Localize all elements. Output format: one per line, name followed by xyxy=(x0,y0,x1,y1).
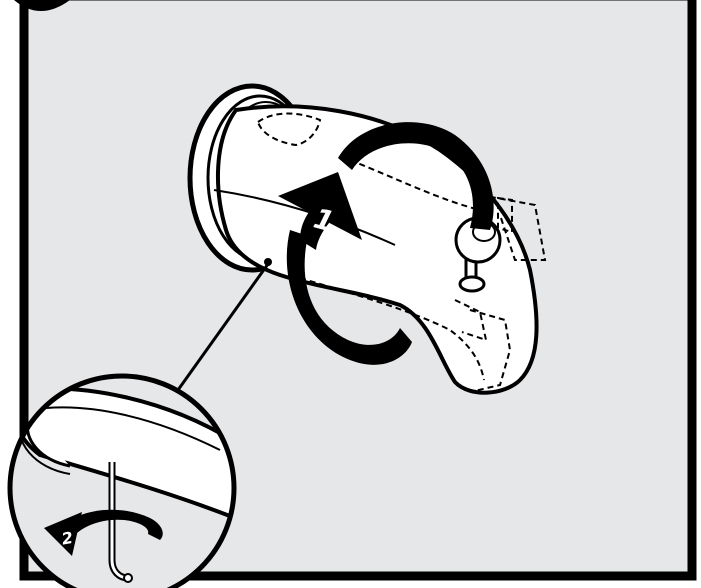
installation-diagram: 1 2 xyxy=(0,0,701,588)
